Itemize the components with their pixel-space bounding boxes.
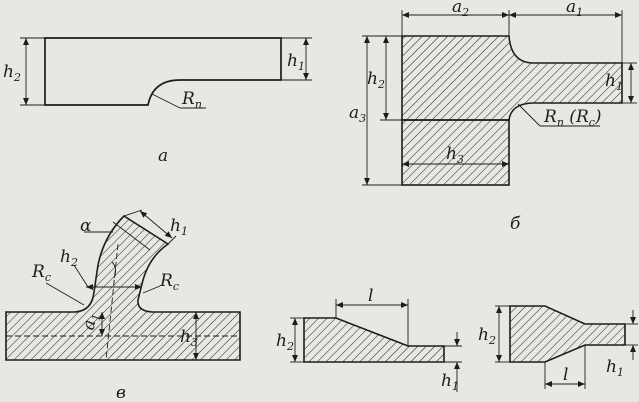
figure-g-l-label: l — [368, 286, 373, 306]
figure-b-radius-label: Rп (Rс) — [543, 107, 602, 129]
figure-v-h1-dimension — [139, 210, 173, 239]
figure-g-h1-label: h1 — [441, 371, 459, 393]
figure-g: l h2 h1 — [276, 286, 462, 393]
figure-v-rc-right-leader — [142, 285, 161, 294]
figure-d-h1-label: h1 — [606, 357, 624, 379]
figure-b-h3-label: h3 — [446, 144, 464, 166]
figure-b-h1-label: h1 — [605, 71, 623, 93]
figure-v-rc-left-leader — [45, 282, 85, 306]
figure-b-a3-label: a3 — [349, 103, 366, 125]
figure-b-a2-label: a2 — [452, 0, 469, 19]
figure-g-h2-label: h2 — [276, 331, 294, 353]
figure-v-h2-label: h2 — [60, 247, 78, 269]
figure-v-caption: в — [116, 383, 126, 402]
figure-a-radius-label: Rп — [181, 89, 202, 111]
figure-v: h1 α h2 Rс Rс a1 h3 в — [5, 209, 241, 402]
figure-g-taper-section — [303, 317, 445, 363]
figure-v-tee-section — [5, 214, 241, 361]
figure-b-lower-block — [401, 119, 510, 186]
figure-v-rc-left-label: Rс — [31, 262, 51, 284]
figure-b-h2-label: h2 — [367, 69, 385, 91]
figure-a-h2-label: h2 — [3, 62, 21, 84]
figure-d-l-label: l — [563, 365, 568, 385]
figure-a-caption: а — [158, 146, 168, 166]
figure-d-h2-label: h2 — [478, 325, 496, 347]
figure-v-alpha-label: α — [80, 216, 92, 236]
figure-a-outline — [44, 37, 282, 106]
figure-b-caption: б — [510, 214, 521, 234]
figure-b-upper-profile — [401, 35, 623, 121]
figure-v-h1-label: h1 — [170, 216, 188, 238]
figure-d-taper-section — [509, 305, 626, 363]
figure-a-h1-label: h1 — [287, 51, 305, 73]
figure-a: h2 h1 Rп а — [3, 37, 312, 166]
figure-v-a1-label: a1 — [79, 311, 104, 332]
figure-b: a2 a1 a3 h2 h3 h1 Rп (Rс) б — [349, 0, 637, 234]
figure-a-radius-leader — [151, 93, 181, 109]
figure-d: h2 l h1 — [478, 305, 638, 389]
figure-b-a1-label: a1 — [566, 0, 583, 19]
figure-v-axis-vertical — [105, 243, 119, 361]
figure-b-radius-leader — [517, 103, 541, 127]
figure-v-h3-label: h3 — [180, 327, 198, 349]
figure-v-rc-right-label: Rс — [159, 271, 179, 293]
